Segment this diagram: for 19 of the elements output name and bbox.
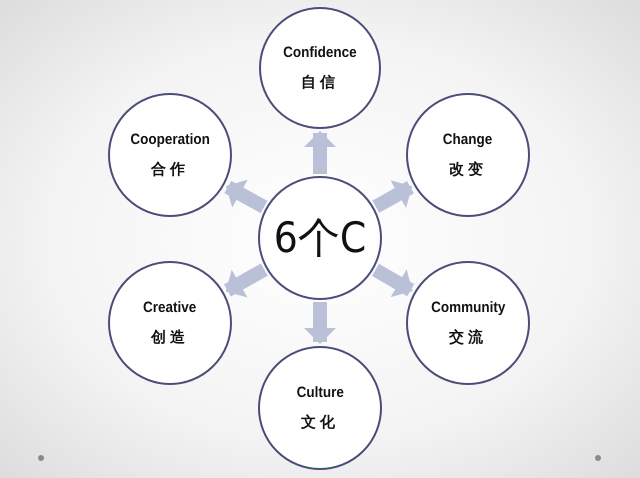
topic-label-chinese: 自信: [301, 73, 339, 92]
topic-label: Community: [430, 299, 506, 316]
topic-label-chinese: 文化: [301, 413, 339, 432]
center-title: 6个C: [274, 212, 366, 264]
topic-label: Culture: [296, 384, 344, 401]
topic-label: Change: [443, 131, 493, 148]
block-arrow: [372, 264, 414, 298]
topic-label-chinese: 创造: [151, 328, 189, 347]
block-arrow: [224, 263, 268, 298]
block-arrow: [304, 131, 336, 174]
topic-label: Cooperation: [130, 131, 210, 148]
block-arrow: [372, 180, 414, 213]
topic-label: Confidence: [283, 44, 357, 61]
block-arrow: [304, 302, 336, 344]
block-arrow: [224, 180, 268, 214]
topic-label-chinese: 改变: [449, 160, 487, 179]
topic-label: Creative: [143, 299, 197, 316]
topic-label-chinese: 合作: [151, 160, 189, 179]
topic-label-chinese: 交流: [449, 328, 487, 347]
